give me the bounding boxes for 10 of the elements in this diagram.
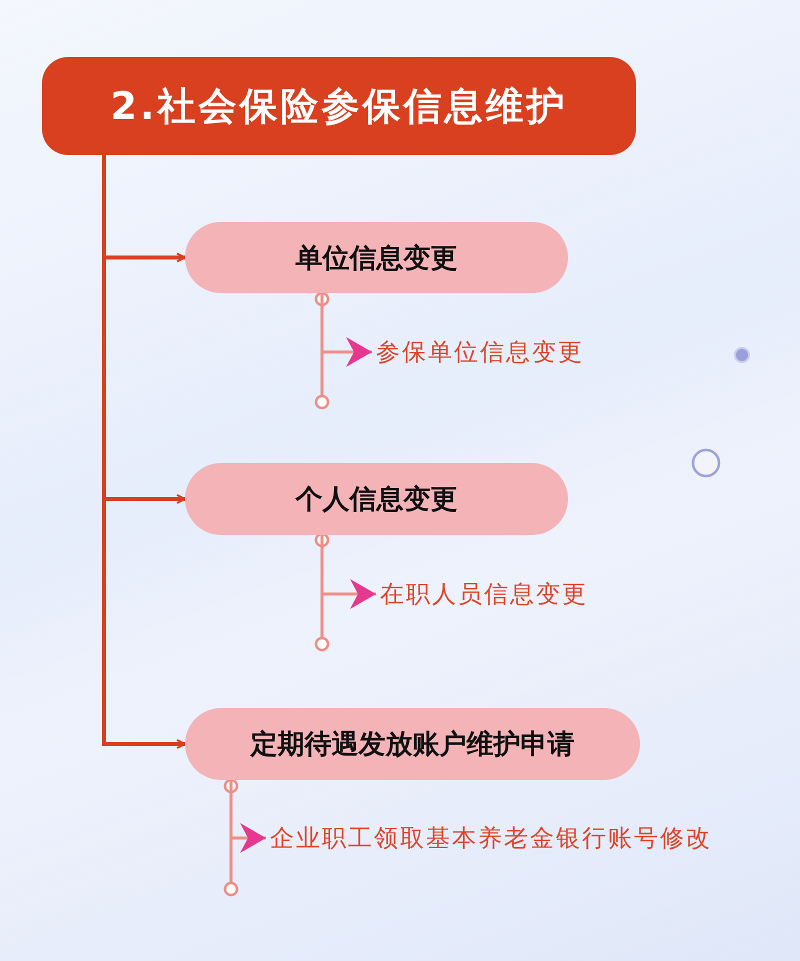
category-banner: 单位信息变更	[185, 222, 568, 293]
item-text: 在职人员信息变更	[380, 576, 660, 612]
item-text: 参保单位信息变更	[376, 334, 656, 370]
chevron-arrow	[320, 293, 372, 367]
category-banner: 个人信息变更	[185, 463, 568, 535]
item-text: 企业职工领取基本养老金银行账号修改	[270, 820, 790, 856]
chevron-arrow	[230, 780, 266, 853]
title-box: 2.社会保险参保信息维护	[42, 57, 636, 155]
category-banner: 定期待遇发放账户维护申请	[185, 708, 640, 780]
chevron-arrow	[320, 535, 376, 609]
